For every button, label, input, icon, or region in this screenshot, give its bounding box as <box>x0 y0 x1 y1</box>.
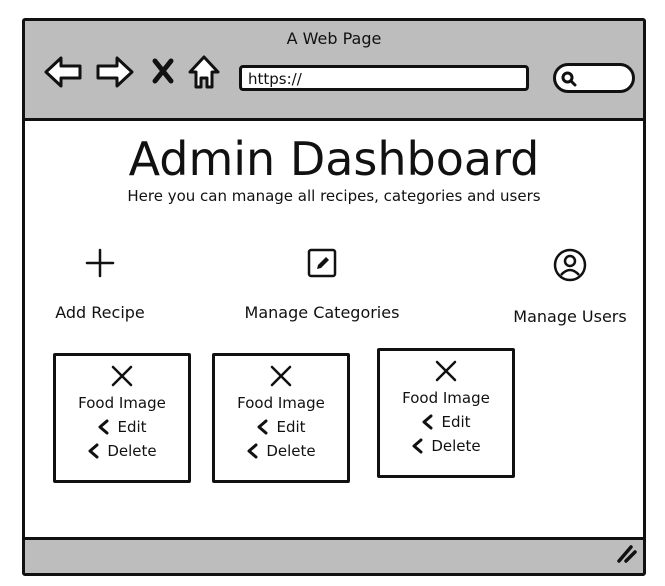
chevron-left-icon <box>247 443 258 459</box>
delete-label: Delete <box>431 437 481 455</box>
delete-label: Delete <box>107 442 157 460</box>
manage-categories-label: Manage Categories <box>244 303 400 322</box>
chevron-left-icon <box>88 443 99 459</box>
user-circle-icon <box>507 247 633 287</box>
url-input[interactable]: https:// <box>239 65 529 91</box>
chevron-left-icon <box>422 414 433 430</box>
edit-link[interactable]: Edit <box>380 413 512 431</box>
browser-chrome: A Web Page https:// <box>25 21 643 121</box>
search-icon <box>561 71 577 87</box>
image-placeholder-icon <box>380 359 512 387</box>
food-image-label: Food Image <box>402 389 490 407</box>
edit-icon <box>239 247 405 283</box>
delete-label: Delete <box>266 442 316 460</box>
status-bar <box>25 537 643 573</box>
plus-icon <box>47 247 153 283</box>
browser-window: A Web Page https:// Admin Dashboard Here… <box>22 18 646 576</box>
recipe-card: Food Image Edit Delete <box>377 348 515 478</box>
add-recipe-label: Add Recipe <box>55 303 145 322</box>
page-title: Admin Dashboard <box>128 132 540 186</box>
stop-icon[interactable] <box>151 57 175 89</box>
chevron-left-icon <box>257 419 268 435</box>
chevron-left-icon <box>412 438 423 454</box>
add-recipe-action[interactable]: Add Recipe <box>47 247 153 322</box>
delete-link[interactable]: Delete <box>56 442 188 460</box>
manage-categories-action[interactable]: Manage Categories <box>239 247 405 322</box>
chevron-left-icon <box>98 419 109 435</box>
edit-label: Edit <box>276 418 306 436</box>
back-icon[interactable] <box>43 55 83 93</box>
resize-grip-icon[interactable] <box>615 543 637 567</box>
image-placeholder-icon <box>215 364 347 392</box>
forward-icon[interactable] <box>95 55 135 93</box>
recipe-card: Food Image Edit Delete <box>53 353 191 483</box>
home-icon[interactable] <box>187 54 221 94</box>
manage-users-label: Manage Users <box>513 307 627 326</box>
delete-link[interactable]: Delete <box>380 437 512 455</box>
page-subtitle: Here you can manage all recipes, categor… <box>127 187 541 205</box>
edit-link[interactable]: Edit <box>215 418 347 436</box>
image-placeholder-icon <box>56 364 188 392</box>
manage-users-action[interactable]: Manage Users <box>507 247 633 326</box>
delete-link[interactable]: Delete <box>215 442 347 460</box>
food-image-label: Food Image <box>78 394 166 412</box>
browser-search-input[interactable] <box>553 63 635 93</box>
window-title: A Web Page <box>286 29 382 48</box>
food-image-label: Food Image <box>237 394 325 412</box>
edit-label: Edit <box>441 413 471 431</box>
edit-label: Edit <box>117 418 147 436</box>
recipe-card: Food Image Edit Delete <box>212 353 350 483</box>
edit-link[interactable]: Edit <box>56 418 188 436</box>
